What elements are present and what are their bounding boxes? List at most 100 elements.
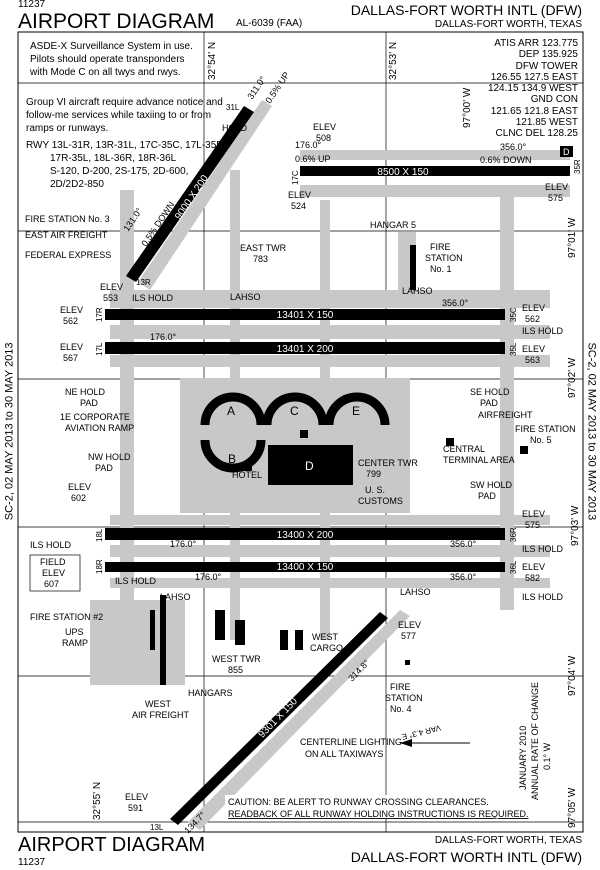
- lahso-label: LAHSO: [230, 292, 261, 302]
- corp-ramp-l1: 1E CORPORATE: [60, 412, 130, 422]
- rwy-end-35r: 35R: [573, 159, 582, 174]
- field-elev-box: [29, 554, 81, 592]
- runway-17r-35l-top: [105, 309, 505, 320]
- east-tower-label: EAST TWR: [240, 243, 287, 253]
- lat-label-54: 32°54' N: [207, 42, 218, 80]
- rate-change-l1: JANUARY 2010: [518, 726, 528, 790]
- elev-582-value: 582: [525, 573, 540, 583]
- nw-hold-pad-l1: NW HOLD: [88, 452, 131, 462]
- runway-17c-35c: [300, 166, 570, 176]
- gradient-down-35c: 0.6% DOWN: [480, 155, 532, 165]
- elev-567-value: 567: [63, 353, 78, 363]
- heading-356-36l: 356.0°: [450, 572, 477, 582]
- rwy-end-36r: 36R: [509, 527, 518, 542]
- runways: [105, 106, 570, 825]
- west-cargo-l2: CARGO: [310, 643, 343, 653]
- field-elev-l1: FIELD: [40, 557, 66, 567]
- airfreight-label: AIRFREIGHT: [478, 410, 533, 420]
- heading-356-35c: 356.0°: [500, 142, 527, 152]
- asde-line: with Mode C on all twys and rwys.: [30, 67, 181, 78]
- al-number: AL-6039 (FAA): [236, 18, 303, 29]
- elev-577-label: ELEV: [398, 620, 421, 630]
- freq-tower-east: 126.55 127.5 EAST: [490, 71, 578, 83]
- elev-575-value: 575: [548, 193, 563, 203]
- customs-l1: U. S.: [365, 485, 385, 495]
- chart-number: 11237: [18, 0, 46, 10]
- caution-l2: READBACK OF ALL RUNWAY HOLDING INSTRUCTI…: [228, 809, 529, 819]
- gradient-up-17c: 0.6% UP: [295, 154, 331, 164]
- freq-tower-title: DFW TOWER: [515, 60, 578, 72]
- centerline-l2: ON ALL TAXIWAYS: [305, 749, 383, 759]
- ils-hold-18l: ILS HOLD: [30, 540, 72, 550]
- fire-station-4-l1: FIRE: [390, 682, 411, 692]
- field-elev-l2: ELEV: [42, 568, 65, 578]
- hold-label: HOLD: [222, 123, 248, 133]
- runway-17l-35r: [170, 612, 388, 825]
- caution-l1: CAUTION: BE ALERT TO RUNWAY CROSSING CLE…: [228, 797, 489, 807]
- customs-l2: CUSTOMS: [358, 496, 403, 506]
- elev-562r-label: ELEV: [522, 303, 545, 313]
- variation-label: VAR 4.3° E: [401, 723, 442, 741]
- terminal-b-label: B: [228, 452, 236, 466]
- fire-station-5-l2: No. 5: [530, 435, 552, 445]
- runway-17c-dim: 8500 X 150: [377, 167, 429, 178]
- elev-524-label: ELEV: [288, 190, 311, 200]
- elev-577-value: 577: [401, 631, 416, 641]
- rwy-strength-note: RWY 13L-31R, 13R-31L, 17C-35C, 17L-35R, …: [26, 139, 226, 191]
- freq-clnc: CLNC DEL 128.25: [495, 128, 578, 140]
- terminal-c-label: C: [290, 404, 299, 418]
- elev-575-label: ELEV: [545, 182, 568, 192]
- fire-station-2-label: FIRE STATION #2: [30, 612, 103, 622]
- gradient-up-13r: 0.5% UP: [263, 70, 291, 105]
- ils-hold-36l: ILS HOLD: [522, 592, 564, 602]
- elev-575b-label: ELEV: [522, 509, 545, 519]
- freq-gnd-east: 121.65 121.8 EAST: [490, 105, 578, 117]
- elev-562-value: 562: [63, 316, 78, 326]
- west-air-freight-l1: WEST: [145, 699, 172, 709]
- east-tower-value: 783: [253, 254, 268, 264]
- lon-label-05: 97°05' W: [567, 787, 578, 828]
- footer-airport-name: DALLAS-FORT WORTH INTL (DFW): [350, 849, 582, 865]
- ils-hold-18r: ILS HOLD: [115, 576, 157, 586]
- ne-hold-pad-l2: PAD: [80, 398, 98, 408]
- central-terminal-l1: CENTRAL: [443, 444, 485, 454]
- center-tower-value: 799: [366, 469, 381, 479]
- se-hold-pad-l1: SE HOLD: [470, 387, 510, 397]
- rwy-end-17l: 17L: [95, 342, 104, 356]
- lat-label-53: 32°53' N: [388, 42, 399, 80]
- asde-line: Pilots should operate transponders: [30, 54, 185, 65]
- footer-chart-number: 11237: [18, 857, 46, 868]
- rate-change-l2: ANNUAL RATE OF CHANGE: [530, 682, 540, 800]
- airport-name: DALLAS-FORT WORTH INTL (DFW): [350, 2, 582, 18]
- strength-line: RWY 13L-31R, 13R-31L, 17C-35C, 17L-35R,: [26, 140, 227, 151]
- east-air-freight-label: EAST AIR FREIGHT: [25, 230, 108, 240]
- runway-18r-dim: 13400 X 150: [277, 562, 334, 573]
- group6-line: Group VI aircraft require advance notice…: [26, 97, 223, 108]
- elev-524-value: 524: [291, 201, 306, 211]
- lon-label-02: 97°02' W: [567, 357, 578, 398]
- center-tower-label: CENTER TWR: [358, 458, 418, 468]
- se-hold-pad-l2: PAD: [480, 398, 498, 408]
- elev-591-value: 591: [128, 803, 143, 813]
- runway-17l-35r-top: [105, 342, 505, 354]
- runway-13r-31l: [126, 106, 254, 282]
- centerline-l1: CENTERLINE LIGHTING: [300, 737, 402, 747]
- group6-note: Group VI aircraft require advance notice…: [26, 96, 223, 135]
- frequencies: ATIS ARR 123.775 DEP 135.925 DFW TOWER 1…: [488, 38, 578, 140]
- lon-label-00: 97°00' W: [462, 87, 473, 128]
- elev-563-label: ELEV: [522, 344, 545, 354]
- lahso-18r: LAHSO: [160, 592, 191, 602]
- heading-176-17c: 176.0°: [295, 140, 322, 150]
- rwy-end-17r: 17R: [95, 307, 104, 322]
- runway-18l-dim: 13400 X 200: [277, 530, 334, 541]
- rwy-end-31l: 31L: [226, 103, 240, 112]
- elev-553-label: ELEV: [100, 282, 123, 292]
- rwy-end-13r: 13R: [136, 278, 151, 287]
- north-arrow-head: [400, 739, 412, 747]
- ups-ramp-l2: RAMP: [62, 638, 88, 648]
- freq-tower-west: 124.15 134.9 WEST: [487, 83, 578, 95]
- lahso-label-2: LAHSO: [402, 286, 433, 296]
- central-terminal-l2: TERMINAL AREA: [443, 455, 515, 465]
- terminal-a-label: A: [227, 404, 235, 418]
